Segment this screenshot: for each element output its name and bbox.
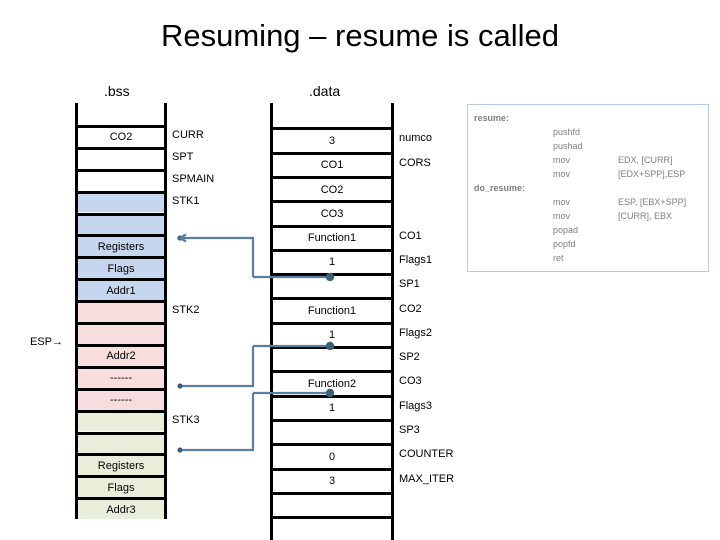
data-memory-cell: 3 (273, 127, 391, 152)
data-row-label: CO1 (399, 229, 422, 242)
bss-row-label: STK1 (172, 194, 200, 207)
bss-memory-cell (78, 431, 164, 454)
data-memory-cell (273, 273, 391, 298)
bss-memory-cell: Addr1 (78, 278, 164, 301)
bss-row-label: SPT (172, 150, 194, 163)
code-mnemonic: pushfd (553, 127, 581, 137)
bss-memory-cell (78, 190, 164, 213)
data-memory-cell: Function1 (273, 297, 391, 322)
page-title: Resuming – resume is called (160, 18, 559, 53)
code-operands: [EDX+SPP],ESP (618, 169, 686, 179)
data-row-label: Flags2 (399, 326, 433, 339)
data-memory-cell: Function1 (273, 224, 391, 249)
code-mnemonic: mov (553, 211, 571, 221)
data-memory-cell: 0 (273, 443, 391, 468)
data-memory-cell (273, 491, 391, 517)
data-memory-cell: 1 (273, 248, 391, 274)
bss-row-label: STK3 (172, 413, 200, 426)
code-mnemonic: pushad (553, 141, 583, 151)
data-row-label: SP3 (399, 424, 420, 437)
code-mnemonic: popad (553, 225, 579, 235)
bss-memory-cell: Registers (78, 234, 164, 257)
caption-bss: .bss (104, 83, 130, 99)
data-row-label: numco (399, 132, 433, 145)
data-row-label: CORS (399, 156, 431, 169)
data-row-label: Flags1 (399, 253, 433, 266)
esp-pointer: ESP→ (30, 336, 64, 348)
code-operands: ESP, [EBX+SPP] (618, 197, 687, 207)
bss-memory-cell (78, 409, 164, 432)
bss-memory-cell (78, 322, 164, 344)
bss-row-label: SPMAIN (172, 172, 215, 185)
data-row-label: SP1 (399, 278, 420, 291)
bss-memory-cell (78, 146, 164, 169)
data-memory-cell (273, 103, 391, 128)
resume-code-box: resume: pushfd pushad mov EDX, [CURR] mov [EDX… (467, 104, 709, 272)
bss-memory-cell: ------ (78, 387, 164, 410)
code-label: do_resume: (474, 183, 526, 193)
bss-memory-cell: Addr3 (78, 497, 164, 520)
bss-memory-cell: CO2 (78, 124, 164, 147)
bss-memory-cell: Addr2 (78, 343, 164, 366)
data-memory-cell (273, 346, 391, 371)
data-memory-cell: CO2 (273, 175, 391, 201)
data-row-label: SP2 (399, 351, 420, 364)
data-row-label: Flags3 (399, 399, 433, 412)
data-memory-cell: Function2 (273, 370, 391, 395)
bss-memory-cell: ------ (78, 365, 164, 388)
bss-memory-cell (78, 212, 164, 235)
code-mnemonic: mov (553, 197, 571, 207)
data-row-label: CO2 (399, 302, 422, 315)
bss-memory-cell (78, 300, 164, 322)
data-memory-cell: CO3 (273, 200, 391, 225)
caption-data: .data (309, 83, 341, 99)
data-memory-cell: 3 (273, 467, 391, 492)
bss-memory-cell: Flags (78, 475, 164, 498)
code-operands: EDX, [CURR] (618, 155, 673, 165)
bss-memory-cell (78, 168, 164, 191)
data-memory-cell: 1 (273, 394, 391, 419)
data-memory-cell (273, 516, 391, 540)
code-mnemonic: popfd (553, 239, 576, 249)
code-mnemonic: ret (553, 253, 564, 263)
data-memory-cell: 1 (273, 321, 391, 346)
bss-memory-cell: Registers (78, 453, 164, 476)
data-memory-cell (273, 418, 391, 444)
code-label: resume: (474, 113, 510, 123)
code-mnemonic: mov (553, 155, 571, 165)
bss-row-label: STK2 (172, 304, 200, 317)
data-row-label: MAX_ITER (399, 472, 455, 485)
bss-row-label: CURR (172, 128, 204, 141)
code-operands: [CURR], EBX (618, 211, 673, 221)
data-row-label: COUNTER (399, 448, 454, 461)
bss-memory-cell: Flags (78, 256, 164, 279)
bss-memory-cell (78, 103, 164, 125)
data-memory-cell: CO1 (273, 151, 391, 176)
code-mnemonic: mov (553, 169, 571, 179)
data-row-label: CO3 (399, 375, 422, 388)
